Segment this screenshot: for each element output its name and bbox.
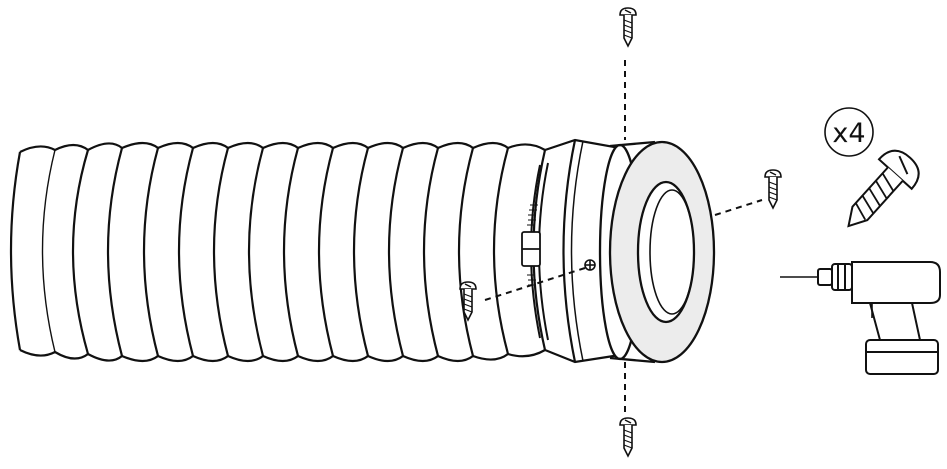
screw-quantity-label: x4 bbox=[832, 118, 865, 149]
hose-clamp-icon bbox=[521, 162, 549, 341]
screw-icon bbox=[847, 149, 920, 228]
wall-flange-icon bbox=[598, 140, 716, 364]
screw-icon bbox=[619, 417, 637, 457]
screw-icon bbox=[764, 169, 782, 209]
screw-alignment-lines bbox=[484, 60, 763, 412]
drill-icon bbox=[780, 261, 941, 375]
hose-collar bbox=[532, 138, 622, 364]
duct-hose-icon bbox=[9, 141, 546, 363]
screw-icon bbox=[619, 7, 637, 47]
center-mark-icon bbox=[584, 259, 596, 271]
screw-quantity-badge: x4 bbox=[824, 107, 874, 157]
